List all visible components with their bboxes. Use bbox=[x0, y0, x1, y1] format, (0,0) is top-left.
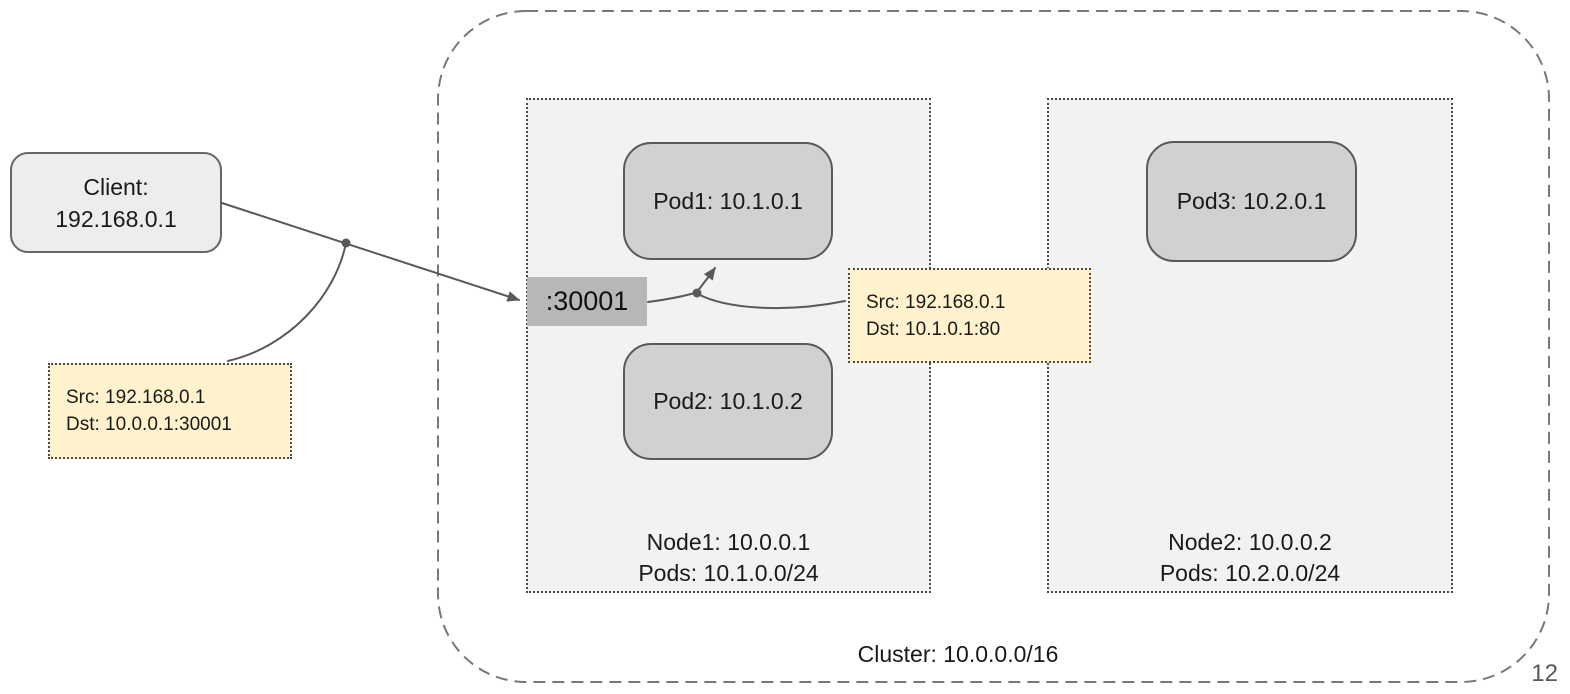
arrow-client-to-nodeport bbox=[221, 202, 520, 302]
pod-packet-src: Src: 192.168.0.1 bbox=[866, 291, 1006, 313]
node2-label-line1: Node2: 10.0.0.2 bbox=[1168, 529, 1332, 555]
nodeport-label: :30001 bbox=[545, 286, 629, 316]
nodeport-box: :30001 bbox=[527, 277, 647, 326]
pod2-label: Pod2: 10.1.0.2 bbox=[653, 388, 803, 414]
pod1-label: Pod1: 10.1.0.1 bbox=[653, 187, 803, 214]
node2-label-line2: Pods: 10.2.0.0/24 bbox=[1159, 560, 1341, 586]
pod-packet-note: Src: 192.168.0.1 Dst: 10.1.0.1:80 bbox=[848, 268, 1091, 363]
pod3-box: Pod3: 10.2.0.1 bbox=[1146, 141, 1357, 262]
junction-dot-client-line bbox=[341, 238, 351, 248]
node1-label-line2: Pods: 10.1.0.0/24 bbox=[638, 560, 819, 586]
cluster-label: Cluster: 10.0.0.0/16 bbox=[857, 641, 1059, 667]
connector-to-client-note bbox=[227, 242, 347, 362]
page-number: 12 bbox=[1531, 660, 1558, 687]
client-packet-note: Src: 192.168.0.1 Dst: 10.0.0.1:30001 bbox=[48, 363, 292, 459]
client-packet-dst: Dst: 10.0.0.1:30001 bbox=[66, 414, 232, 435]
client-packet-src: Src: 192.168.0.1 bbox=[66, 387, 206, 408]
pod1-box: Pod1: 10.1.0.1 bbox=[623, 142, 833, 260]
pod3-label: Pod3: 10.2.0.1 bbox=[1176, 188, 1327, 214]
client-box: Client: 192.168.0.1 bbox=[10, 152, 222, 253]
pod2-box: Pod2: 10.1.0.2 bbox=[623, 343, 833, 460]
node1-label-line1: Node1: 10.0.0.1 bbox=[646, 529, 811, 555]
client-label-line1: Client: bbox=[83, 173, 149, 200]
client-label-line2: 192.168.0.1 bbox=[55, 205, 177, 232]
pod-packet-dst: Dst: 10.1.0.1:80 bbox=[866, 318, 1001, 340]
node2-label: Node2: 10.0.0.2 Pods: 10.2.0.0/24 bbox=[1049, 527, 1451, 589]
node1-label: Node1: 10.0.0.1 Pods: 10.1.0.0/24 bbox=[528, 527, 929, 589]
